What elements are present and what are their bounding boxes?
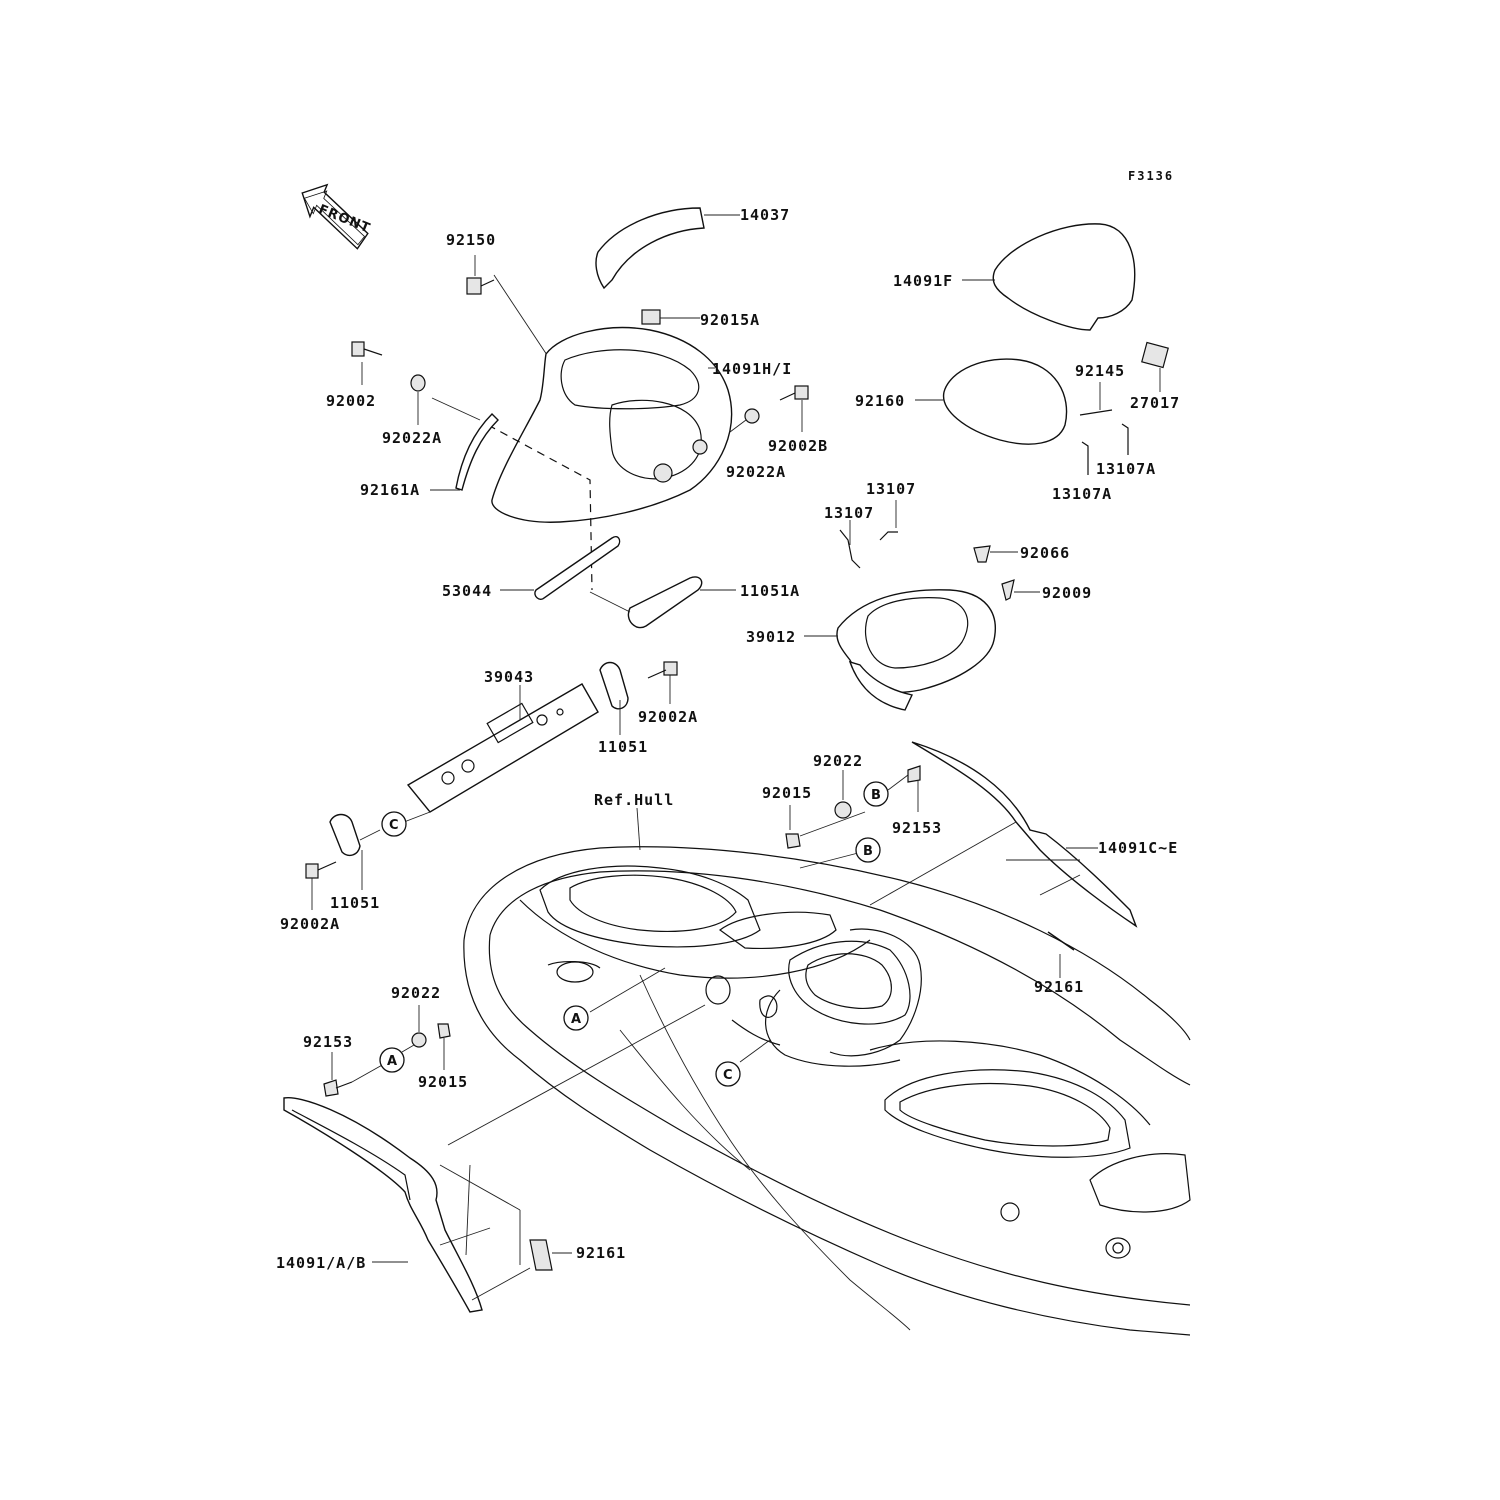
- spring-13107-left-icon: [839, 529, 861, 569]
- callout-c-upper: C: [381, 811, 407, 837]
- pin-92145-icon: [1079, 409, 1113, 416]
- plate-11051-upper-icon: [599, 661, 629, 710]
- label-92153-upper: 92153: [892, 819, 942, 837]
- strip-92161-bottom-icon: [529, 1239, 553, 1271]
- label-92002A-lower: 92002A: [280, 915, 340, 933]
- label-92066: 92066: [1020, 544, 1070, 562]
- grommet-92066-icon: [973, 545, 991, 563]
- washer-92022A-right-icon: [744, 408, 760, 424]
- tag-27017-icon: [1141, 341, 1169, 369]
- callout-b-lower: B: [855, 837, 881, 863]
- label-92160: 92160: [855, 392, 905, 410]
- svg-text:A: A: [387, 1054, 397, 1069]
- label-14091AB: 14091/A/B: [276, 1254, 366, 1272]
- svg-text:A: A: [571, 1012, 581, 1027]
- cover-14091HI-icon: [491, 326, 733, 523]
- bar-53044-icon: [534, 536, 621, 600]
- label-92022A-right: 92022A: [726, 463, 786, 481]
- label-39043: 39043: [484, 668, 534, 686]
- label-92145: 92145: [1075, 362, 1125, 380]
- strip-92161A-icon: [455, 413, 499, 491]
- label-14091HI: 14091H/I: [712, 360, 792, 378]
- label-92022-lower: 92022: [391, 984, 441, 1002]
- label-27017: 27017: [1130, 394, 1180, 412]
- washer-92022-upper-icon: [834, 801, 852, 819]
- svg-text:C: C: [389, 818, 399, 833]
- hull-outline: [463, 807, 1191, 1336]
- fastener-group-b: [785, 765, 921, 849]
- label-92022-upper: 92022: [813, 752, 863, 770]
- clip-92015A-icon: [641, 309, 661, 325]
- nut-92015-lower-icon: [437, 1023, 451, 1039]
- top-pad-14037-icon: [595, 207, 705, 290]
- bolt-92153-upper-icon: [907, 765, 921, 783]
- side-panel-left-group: [283, 1096, 572, 1313]
- screw-92009-icon: [1001, 579, 1015, 601]
- label-14091F: 14091F: [893, 272, 953, 290]
- label-92022A-left: 92022A: [382, 429, 442, 447]
- bolt-92002-icon: [351, 341, 365, 357]
- washer-92022A-left-icon: [410, 374, 426, 392]
- label-14037: 14037: [740, 206, 790, 224]
- figure-code: F3136: [1128, 169, 1174, 183]
- label-14091CE: 14091C~E: [1098, 839, 1178, 857]
- label-92150: 92150: [446, 231, 496, 249]
- side-panel-14091CE-icon: [911, 741, 1138, 928]
- bolt-92150-icon: [466, 277, 482, 295]
- clip-13107A-left-icon: [1081, 441, 1089, 475]
- panel-group: [305, 661, 678, 910]
- label-13107A-left: 13107A: [1052, 485, 1112, 503]
- callout-b-upper: B: [863, 781, 889, 807]
- callout-a-lower: A: [379, 1047, 405, 1073]
- fastener-group-a: [323, 1005, 451, 1097]
- svg-text:C: C: [723, 1068, 733, 1083]
- clip-13107A-right-icon: [1121, 423, 1129, 455]
- pad-92160-icon: [942, 358, 1068, 445]
- label-92015A: 92015A: [700, 311, 760, 329]
- nut-92015-upper-icon: [785, 833, 801, 849]
- side-panel-14091AB-icon: [283, 1096, 483, 1313]
- label-ref-hull: Ref.Hull: [594, 791, 674, 809]
- lid-14091F-icon: [992, 223, 1136, 331]
- spring-13107-right-icon: [879, 531, 898, 541]
- label-92002A-upper: 92002A: [638, 708, 698, 726]
- bolt-92002A-upper-icon: [663, 661, 678, 676]
- label-92161-bottom: 92161: [576, 1244, 626, 1262]
- label-92153-lower: 92153: [303, 1033, 353, 1051]
- storage-group: [804, 223, 1169, 711]
- label-92015-lower: 92015: [418, 1073, 468, 1091]
- svg-text:B: B: [871, 788, 881, 803]
- label-13107-top: 13107: [866, 480, 916, 498]
- callout-c-lower: C: [715, 1061, 741, 1087]
- label-13107A-right: 13107A: [1096, 460, 1156, 478]
- label-92002B: 92002B: [768, 437, 828, 455]
- label-11051A: 11051A: [740, 582, 800, 600]
- panel-39043-icon: [406, 683, 599, 813]
- bolt-92002B-icon: [794, 385, 809, 400]
- svg-text:B: B: [863, 844, 873, 859]
- label-92161-right: 92161: [1034, 978, 1084, 996]
- label-92002: 92002: [326, 392, 376, 410]
- label-11051-upper: 11051: [598, 738, 648, 756]
- label-92009: 92009: [1042, 584, 1092, 602]
- label-39012: 39012: [746, 628, 796, 646]
- bolt-92002A-lower-icon: [305, 863, 319, 879]
- plate-11051-lower-icon: [329, 813, 361, 857]
- washer-92022-lower-icon: [411, 1032, 427, 1048]
- label-92161A: 92161A: [360, 481, 420, 499]
- label-11051-lower: 11051: [330, 894, 380, 912]
- bucket-39012-icon: [836, 589, 996, 694]
- label-53044: 53044: [442, 582, 492, 600]
- handlebar-cover-group: [351, 207, 809, 629]
- label-13107-left: 13107: [824, 504, 874, 522]
- bolt-92153-lower-icon: [323, 1079, 339, 1097]
- bracket-11051A-icon: [627, 576, 703, 629]
- callout-a-upper: A: [563, 1005, 589, 1031]
- side-panel-right-group: [869, 741, 1138, 978]
- label-92015-upper: 92015: [762, 784, 812, 802]
- front-arrow-icon: FRONT: [301, 183, 373, 250]
